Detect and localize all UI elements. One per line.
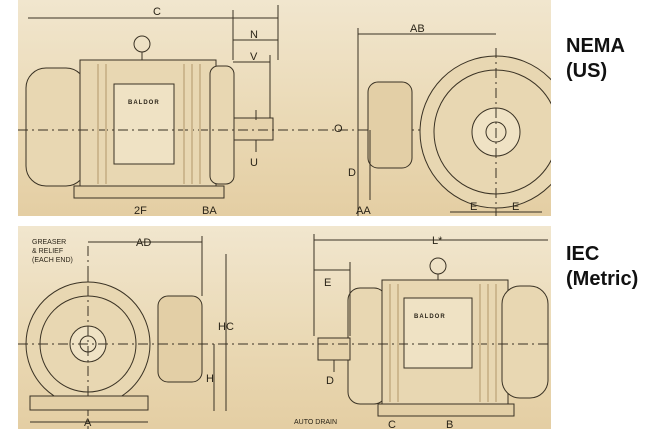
iec-dim-c: C bbox=[388, 419, 396, 429]
nema-label: NEMA bbox=[566, 35, 625, 57]
greaser-label-line3: (EACH END) bbox=[32, 257, 73, 264]
nema-dim-o: O bbox=[334, 123, 343, 135]
nema-dim-aa: AA bbox=[356, 205, 371, 216]
nema-dim-c: C bbox=[153, 6, 161, 18]
greaser-label-line2: & RELIEF bbox=[32, 248, 63, 255]
iec-standard-label: IEC (Metric) bbox=[566, 242, 638, 292]
nema-dim-u: U bbox=[250, 157, 258, 169]
iec-dim-h: H bbox=[206, 373, 214, 385]
nema-drawing-panel: BALDOR C N V U AB O D AA E E 2F BA bbox=[18, 0, 551, 216]
iec-brand-label: BALDOR bbox=[414, 314, 446, 320]
nema-standard-label: NEMA (US) bbox=[566, 34, 625, 84]
nema-dim-n: N bbox=[250, 29, 258, 41]
auto-drain-label: AUTO DRAIN bbox=[294, 419, 337, 426]
iec-dim-d: D bbox=[326, 375, 334, 387]
nema-dim-e-left: E bbox=[470, 201, 477, 213]
iec-drawing-panel: BALDOR GREASER & RELIEF (EACH END) AUTO … bbox=[18, 226, 551, 429]
iec-cooling-ribs bbox=[389, 284, 497, 402]
iec-region: (Metric) bbox=[566, 268, 639, 290]
iec-dim-hc: HC bbox=[218, 321, 234, 333]
nema-dim-v: V bbox=[250, 51, 258, 63]
iec-dim-b: B bbox=[446, 419, 453, 429]
nema-dim-ab: AB bbox=[410, 23, 425, 35]
iec-label: IEC bbox=[566, 243, 600, 265]
iec-dim-e: E bbox=[324, 277, 331, 289]
iec-drawing: BALDOR GREASER & RELIEF (EACH END) AUTO … bbox=[18, 234, 551, 429]
nema-drawing: BALDOR C N V U AB O D AA E E 2F BA bbox=[18, 5, 551, 216]
nema-dim-2f: 2F bbox=[134, 205, 147, 216]
iec-dim-l: L* bbox=[432, 235, 443, 247]
nema-dim-d: D bbox=[348, 167, 356, 179]
nema-cooling-ribs bbox=[97, 64, 201, 184]
nema-region: (US) bbox=[566, 60, 608, 82]
nema-brand-label: BALDOR bbox=[128, 100, 160, 106]
nema-dim-e-right: E bbox=[512, 201, 519, 213]
greaser-label-line1: GREASER bbox=[32, 239, 66, 246]
iec-dim-ad: AD bbox=[136, 237, 151, 249]
nema-dim-ba: BA bbox=[202, 205, 217, 216]
iec-dim-a: A bbox=[84, 417, 92, 429]
